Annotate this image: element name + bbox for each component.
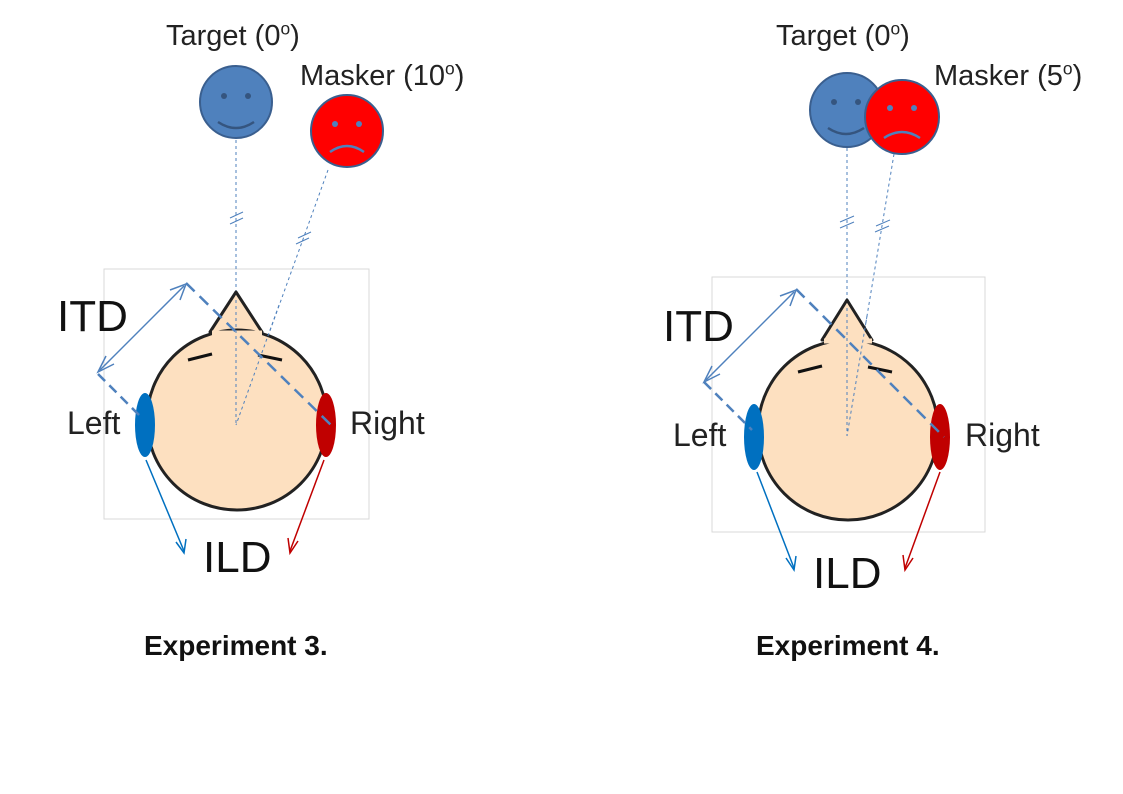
masker-label: Masker (10o) — [300, 58, 465, 92]
break-mark — [839, 215, 855, 223]
itd-arrow — [99, 285, 185, 371]
panel-experiment-3 — [96, 65, 384, 556]
ild-label: ILD — [203, 533, 272, 582]
break-mark — [295, 237, 310, 245]
wavefront-line — [97, 373, 144, 420]
wavefront-line — [795, 288, 945, 438]
wavefront-line — [703, 381, 753, 431]
itd-arrow — [705, 291, 795, 381]
left-ear-label: Left — [673, 417, 727, 453]
ild-arrow-left — [145, 459, 185, 552]
break-mark — [229, 211, 244, 219]
masker-label: Masker (5o) — [934, 58, 1083, 92]
ild-arrow-left — [756, 471, 795, 569]
target-label: Target (0o) — [166, 18, 300, 52]
target-face-icon — [809, 72, 885, 148]
wavefront-line — [185, 282, 332, 426]
break-mark — [839, 221, 855, 229]
masker-face-icon — [864, 79, 940, 155]
break-mark — [874, 225, 890, 233]
head-icon — [135, 290, 336, 512]
target-label: Target (0o) — [776, 18, 910, 52]
break-mark — [229, 217, 244, 225]
right-ear-label: Right — [350, 405, 425, 441]
caption-experiment-3: Experiment 3. — [144, 630, 328, 661]
ild-label: ILD — [813, 549, 882, 598]
itd-label: ITD — [663, 302, 734, 351]
left-ear — [135, 393, 155, 457]
itd-label: ITD — [57, 292, 128, 341]
ild-arrow-right — [904, 471, 941, 569]
ild-arrow-right — [289, 459, 325, 552]
break-mark — [297, 231, 312, 239]
panel-experiment-4 — [702, 72, 986, 573]
head-frame — [711, 276, 986, 533]
right-ear-label: Right — [965, 417, 1040, 453]
left-ear-label: Left — [67, 405, 121, 441]
target-face-icon — [199, 65, 273, 139]
right-ear — [930, 404, 950, 470]
left-ear — [744, 404, 764, 470]
caption-experiment-4: Experiment 4. — [756, 630, 940, 661]
break-mark — [875, 219, 891, 227]
masker-face-icon — [310, 94, 384, 168]
right-ear — [316, 393, 336, 457]
